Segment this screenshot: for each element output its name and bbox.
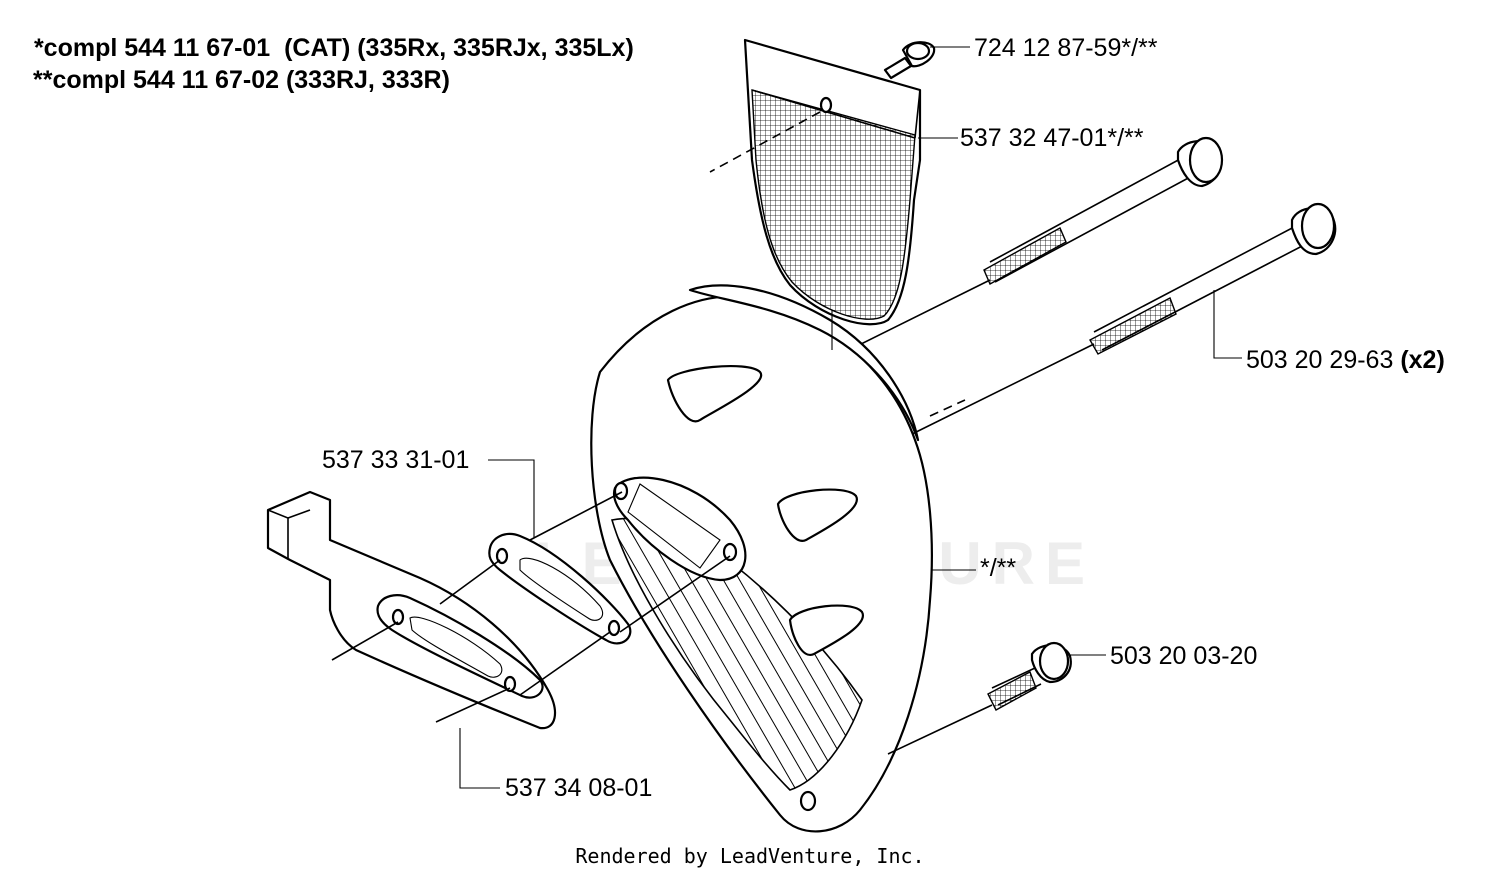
callout-screw-top[interactable]: 724 12 87-59*/** <box>974 34 1158 62</box>
alignment-lines <box>331 491 731 723</box>
callout-bolt-long[interactable]: 503 20 29-63 (x2) <box>1246 348 1445 373</box>
bolt-long-upper <box>983 136 1224 285</box>
bolt-shaft-line-upper <box>844 279 991 353</box>
callout-bolt-long-number: 503 20 29-63 <box>1246 346 1394 374</box>
callout-muffler[interactable]: */** <box>980 554 1017 582</box>
bolt-shaft-hidden <box>929 399 966 417</box>
leader-lines <box>459 46 1242 789</box>
render-credit: Rendered by LeadVenture, Inc. <box>575 844 925 868</box>
callout-spark-screen[interactable]: 537 32 47-01*/** <box>960 124 1144 152</box>
callout-bolt-short[interactable]: 503 20 03-20 <box>1110 642 1258 670</box>
bolt-long-lower <box>1089 202 1337 355</box>
spark-screen <box>709 38 922 326</box>
callout-gasket-lower[interactable]: 537 34 08-01 <box>505 774 653 802</box>
muffler-body <box>590 284 933 833</box>
bolt-shaft-line-lower <box>899 343 1095 441</box>
callout-gasket-upper[interactable]: 537 33 31-01 <box>322 446 470 474</box>
bolt-short <box>887 641 1072 755</box>
kit-note-cat: *compl 544 11 67-01 (CAT) (335Rx, 335RJx… <box>27 34 634 62</box>
gasket-upper <box>488 532 632 645</box>
callout-bolt-long-qty: (x2) <box>1400 346 1445 374</box>
kit-note-standard: **compl 544 11 67-02 (333RJ, 333R) <box>33 66 450 94</box>
screw-top <box>883 41 936 80</box>
heat-shield <box>266 490 557 730</box>
